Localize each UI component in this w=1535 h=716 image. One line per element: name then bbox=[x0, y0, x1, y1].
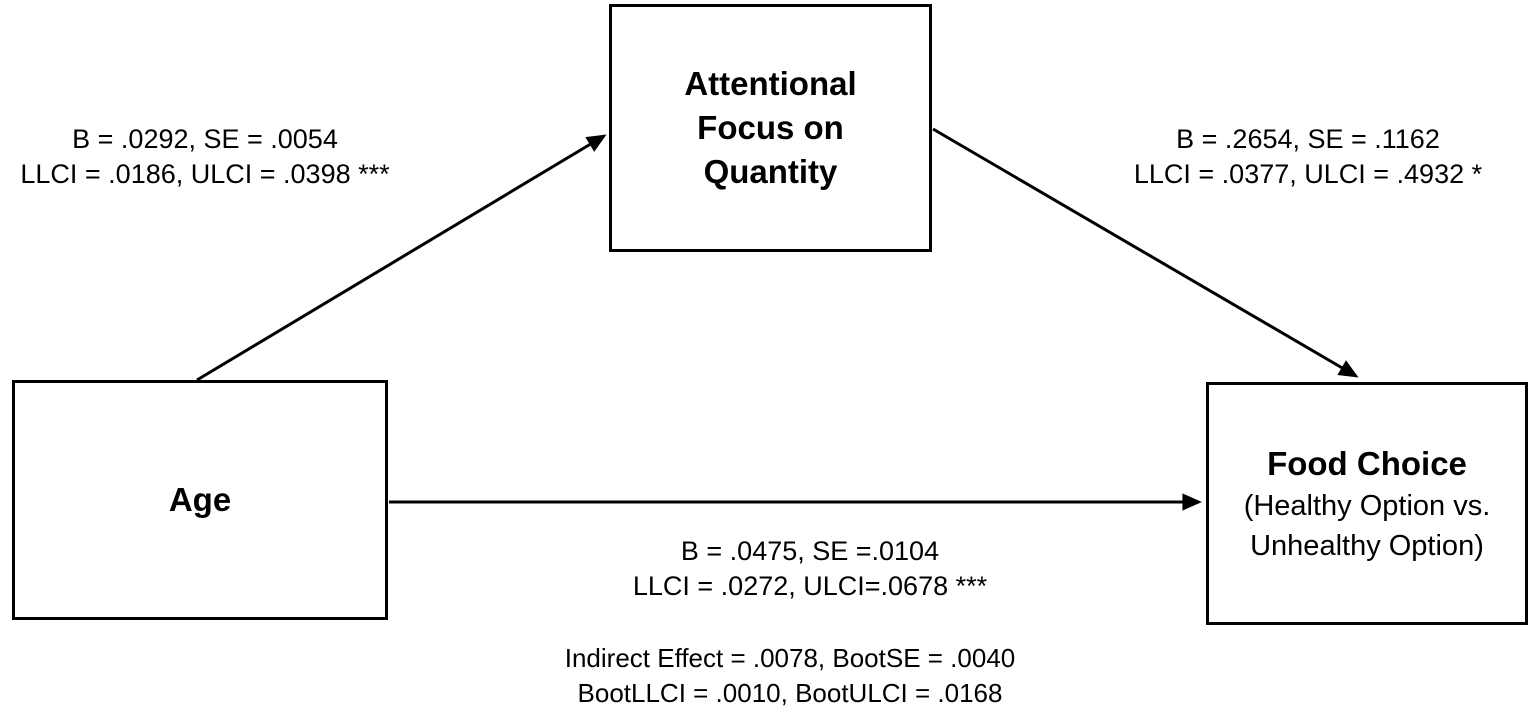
path-b-arrow bbox=[932, 127, 1359, 378]
outcome-box-subtitle: (Healthy Option vs. Unhealthy Option) bbox=[1243, 489, 1491, 562]
predictor-box: Age bbox=[12, 380, 388, 620]
outcome-box-title: Food Choice bbox=[1267, 444, 1467, 482]
indirect-effect-label: Indirect Effect = .0078, BootSE = .0040 … bbox=[564, 643, 1016, 708]
predictor-box-label: Age bbox=[168, 481, 232, 518]
path-a-arrow bbox=[196, 134, 607, 382]
mediator-box-label: Attentional Focus on Quantity bbox=[684, 65, 857, 190]
mediator-box: Attentional Focus on Quantity bbox=[609, 4, 932, 252]
outcome-box: Food Choice (Healthy Option vs. Unhealth… bbox=[1206, 382, 1528, 625]
path-b-stats-label: B = .2654, SE = .1162 LLCI = .0377, ULCI… bbox=[1133, 124, 1483, 189]
path-a-stats-label: B = .0292, SE = .0054 LLCI = .0186, ULCI… bbox=[20, 124, 390, 189]
path-c-stats-label: B = .0475, SE =.0104 LLCI = .0272, ULCI=… bbox=[632, 536, 988, 601]
